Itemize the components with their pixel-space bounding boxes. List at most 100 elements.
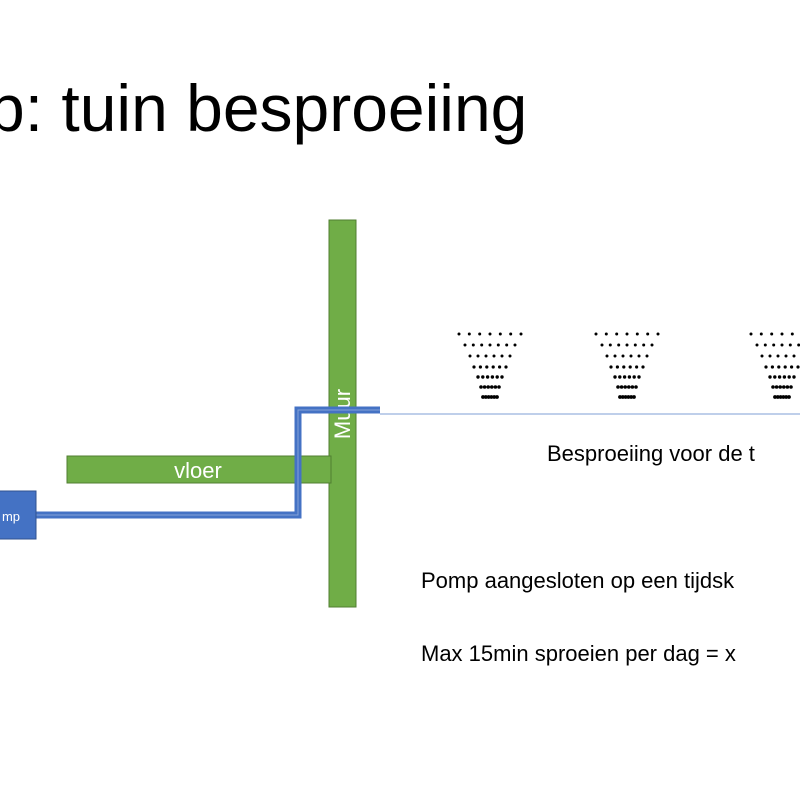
- spray-dot: [615, 332, 619, 336]
- spray-dot: [476, 354, 480, 358]
- spray-dot: [630, 385, 635, 389]
- spray-dot: [764, 365, 768, 369]
- spray-dot: [617, 343, 621, 347]
- spray-dot: [500, 354, 504, 358]
- spray-dot: [772, 343, 776, 347]
- spray-dot: [792, 354, 796, 358]
- spray-dot: [608, 343, 612, 347]
- spray-dot: [770, 332, 774, 336]
- spray-dot: [480, 343, 484, 347]
- spray-dot: [645, 354, 649, 358]
- spray-dot: [637, 375, 641, 379]
- spray-dot: [484, 354, 488, 358]
- spray-dot: [778, 395, 783, 399]
- spray-dot: [489, 395, 494, 399]
- water-pipe: [36, 406, 380, 519]
- spray-dot: [615, 365, 620, 369]
- spray-dot: [780, 343, 784, 347]
- spray-dot: [619, 385, 624, 389]
- spray-dot: [755, 343, 759, 347]
- spray-dot: [476, 375, 480, 379]
- sprinkler-spray-icon: [749, 332, 800, 399]
- spray-dot: [485, 365, 489, 369]
- spray-dot: [457, 332, 461, 336]
- spray-dot: [488, 343, 492, 347]
- spray-dot: [635, 332, 639, 336]
- spray-dot: [490, 385, 494, 389]
- spray-dot: [495, 375, 499, 379]
- spray-dot: [777, 365, 781, 369]
- spray-dot: [787, 395, 791, 399]
- spray-dot: [773, 395, 777, 399]
- spray-dot: [618, 395, 622, 399]
- spray-dot: [783, 365, 787, 369]
- spray-dot: [479, 385, 483, 389]
- slide-title: p: tuin besproeiing: [0, 71, 528, 145]
- spray-dot: [633, 343, 637, 347]
- spray-dot: [760, 354, 764, 358]
- spray-dot: [789, 385, 793, 389]
- spray-dot: [637, 354, 641, 358]
- spray-dot: [505, 343, 509, 347]
- spray-dot: [629, 354, 633, 358]
- pump-label: mp: [2, 509, 20, 524]
- spray-dot: [623, 385, 627, 389]
- spray-dot: [626, 395, 631, 399]
- pump-timer-note: Pomp aangesloten op een tijdsk: [421, 568, 735, 593]
- spray-dot: [513, 343, 517, 347]
- spray-dot: [776, 354, 780, 358]
- spray-dot: [500, 375, 504, 379]
- floor-bar: [66, 455, 332, 484]
- spray-dot: [492, 395, 497, 399]
- spray-dot: [785, 385, 790, 389]
- spray-dot: [777, 375, 782, 379]
- wall-label: Muur: [330, 389, 355, 439]
- spray-dot: [782, 385, 786, 389]
- spray-dot: [773, 375, 777, 379]
- spray-dot: [788, 343, 792, 347]
- spray-dot: [490, 375, 495, 379]
- spray-dot: [621, 354, 625, 358]
- spray-dot: [622, 375, 627, 379]
- spray-dot: [604, 332, 608, 336]
- spray-dot: [498, 332, 502, 336]
- spray-dot: [763, 343, 767, 347]
- floor-label: vloer: [174, 458, 222, 483]
- spray-dot: [594, 332, 598, 336]
- spray-dot: [472, 365, 476, 369]
- spray-dot: [627, 375, 632, 379]
- spray-dot: [496, 343, 500, 347]
- spray-dot: [775, 395, 780, 399]
- spray-dot: [481, 395, 485, 399]
- spray-dot: [493, 385, 498, 389]
- spray-dot: [778, 385, 782, 389]
- spray-dot: [497, 385, 501, 389]
- spray-dot: [618, 375, 622, 379]
- spray-dot: [620, 395, 625, 399]
- spray-dot: [629, 395, 634, 399]
- water-pipe-highlight: [36, 409, 380, 516]
- spray-dot: [792, 375, 796, 379]
- spray-dot: [768, 354, 772, 358]
- spray-dot: [790, 332, 794, 336]
- spray-dot: [628, 365, 632, 369]
- spray-dot: [774, 385, 779, 389]
- spray-dot: [478, 365, 482, 369]
- spray-dot: [504, 365, 508, 369]
- spray-dot: [495, 395, 499, 399]
- spray-dot: [486, 385, 491, 389]
- spray-dot: [498, 365, 502, 369]
- spray-dot: [486, 395, 491, 399]
- spray-dot: [627, 385, 631, 389]
- sprinkler-spray-icon: [594, 332, 660, 399]
- spray-dot: [771, 385, 775, 389]
- spray-dot: [634, 385, 638, 389]
- spray-dot: [481, 375, 485, 379]
- spray-dot: [509, 332, 513, 336]
- irrigation-description: Besproeiing voor de t: [547, 441, 755, 466]
- max-duration-note: Max 15min sproeien per dag = x: [421, 641, 736, 666]
- spray-dot: [467, 332, 471, 336]
- spray-dot: [491, 365, 495, 369]
